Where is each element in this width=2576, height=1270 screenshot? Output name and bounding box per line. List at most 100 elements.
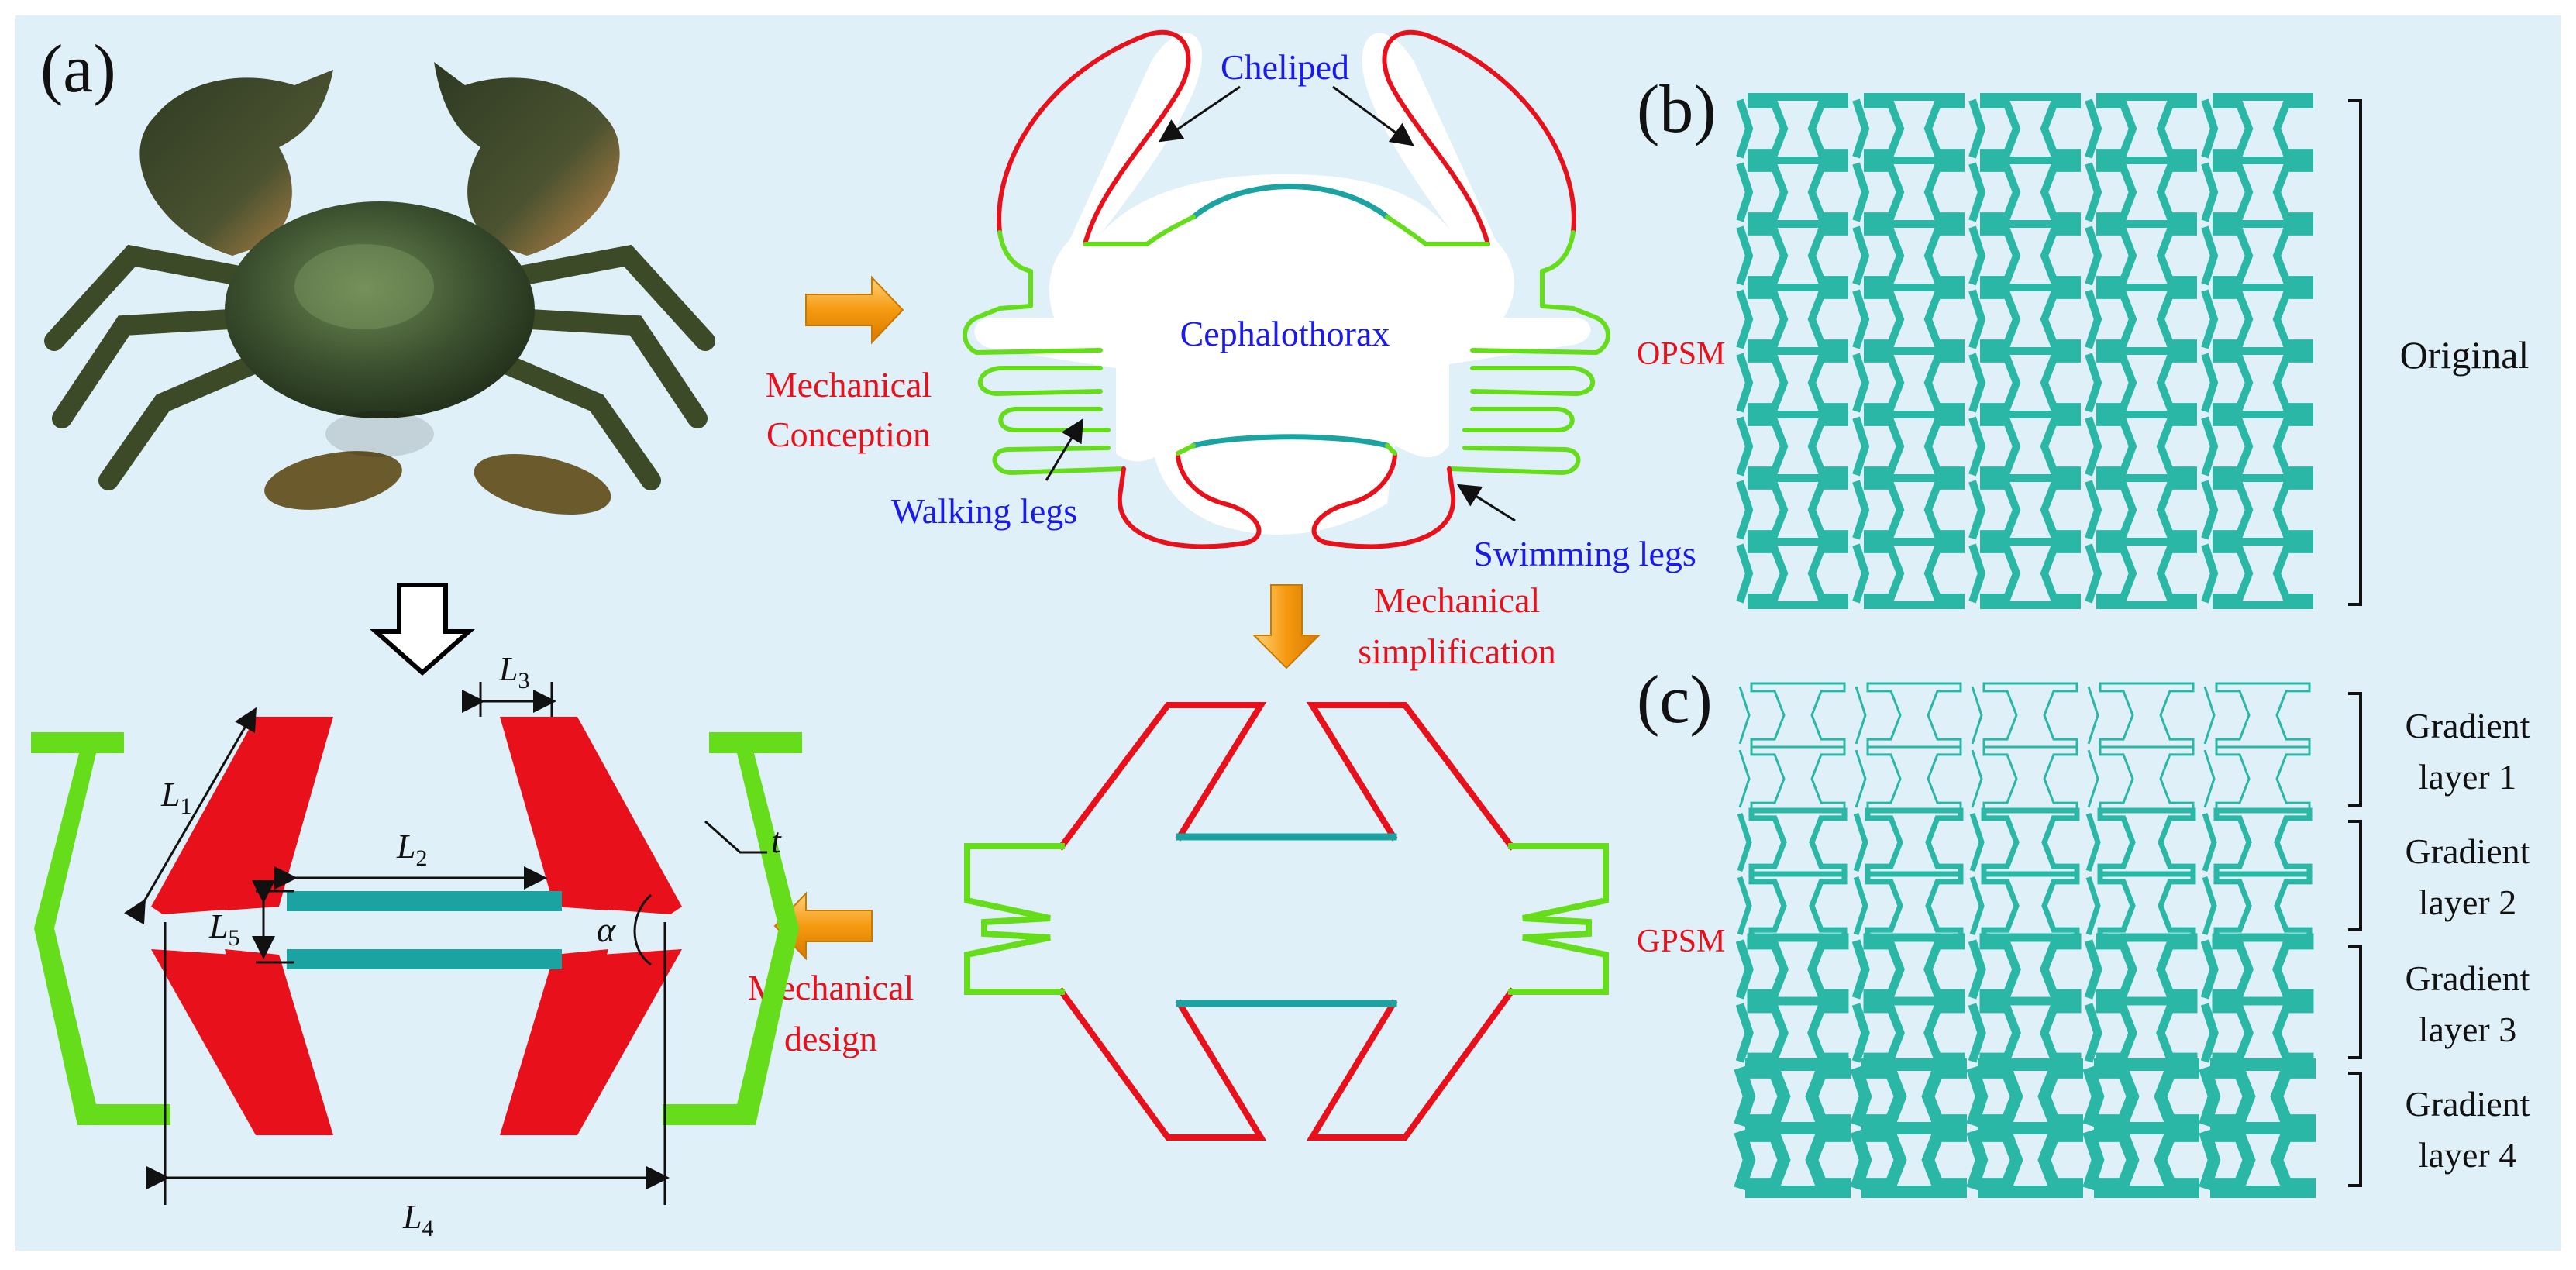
arrow-down-hollow: [370, 583, 475, 676]
lattice-cell: [1861, 1122, 1967, 1198]
lattice-side: [1852, 543, 1870, 604]
lattice-side: [2199, 1065, 2221, 1127]
dim-alpha: α: [597, 910, 616, 949]
dim-L4: L4: [402, 1198, 433, 1241]
label-mechanical-conception-1: Mechanical: [766, 365, 932, 404]
dim-L1: L1: [160, 776, 191, 819]
lattice-side: [1968, 353, 1986, 413]
lattice-side: [2082, 1129, 2105, 1191]
lattice-side: [1736, 225, 1754, 286]
label-mechanical-simplification-2: simplification: [1358, 632, 1556, 671]
label-layer-2-a: Gradient: [2406, 831, 2530, 871]
bracket-layer-1: [2348, 692, 2362, 807]
lattice-side: [1968, 289, 1986, 349]
lattice-side: [1853, 876, 1868, 935]
lattice-side: [1968, 416, 1986, 477]
dim-L3: L3: [498, 650, 529, 694]
label-mechanical-simplification-1: Mechanical: [1374, 580, 1541, 620]
lattice-side: [1734, 1065, 1756, 1127]
label-layer-1-a: Gradient: [2406, 706, 2530, 745]
swimming-legs-pointer: [1456, 484, 1516, 522]
lattice-side: [1968, 939, 1986, 1000]
arrow-conception: [805, 275, 904, 345]
lattice-side: [2200, 1003, 2219, 1063]
lattice-side: [1852, 225, 1870, 286]
lattice-side: [1738, 686, 1751, 745]
dim-L2: L2: [396, 828, 427, 871]
label-layer-4-b: layer 4: [2419, 1135, 2516, 1175]
lattice-side: [2084, 939, 2102, 1000]
lattice-side: [1738, 749, 1751, 808]
bracket-original: [2348, 99, 2362, 606]
label-original: Original: [2400, 333, 2530, 377]
lattice-cell: [2096, 538, 2197, 609]
lattice-side: [1737, 876, 1752, 935]
panel-c-label: (c): [1637, 663, 1713, 738]
lattice-side: [1734, 1129, 1756, 1191]
bracket-layer-3: [2348, 945, 2362, 1059]
cheliped-pointer-right: [1332, 85, 1414, 146]
lattice-side: [1736, 353, 1754, 413]
lattice-side: [2201, 225, 2219, 286]
lattice-side: [1852, 480, 1870, 540]
lattice-side: [1736, 289, 1754, 349]
lattice-side: [1736, 162, 1754, 222]
lattice-side: [2085, 876, 2101, 935]
label-layer-2-b: layer 2: [2419, 883, 2516, 922]
label-opsm: OPSM: [1637, 336, 1725, 372]
lattice-side: [2201, 289, 2219, 349]
lattice-cell: [2210, 1122, 2316, 1198]
lattice-side: [1968, 98, 1986, 159]
lattice-side: [1968, 1003, 1986, 1063]
lattice-side: [1850, 1129, 1872, 1191]
lattice-side: [1969, 813, 1985, 872]
lattice-side: [1966, 1129, 1989, 1191]
dim-t: t: [771, 821, 782, 860]
bracket-layer-4: [2348, 1072, 2362, 1187]
lattice-side: [1851, 1003, 1870, 1063]
lattice-side: [1971, 686, 1983, 745]
bracket-layer-2: [2348, 820, 2362, 931]
lattice-cell: [1980, 538, 2081, 609]
lattice-side: [1852, 353, 1870, 413]
lattice-side: [2203, 749, 2216, 808]
lattice-cell: [1864, 538, 1965, 609]
lattice-side: [2087, 749, 2099, 808]
label-layer-1-b: layer 1: [2419, 757, 2516, 797]
lattice-side: [2085, 162, 2102, 222]
lattice-side: [1736, 480, 1754, 540]
lattice-side: [2085, 353, 2102, 413]
lattice-side: [2085, 480, 2102, 540]
label-layer-4-a: Gradient: [2406, 1084, 2530, 1124]
lattice-side: [2085, 225, 2102, 286]
lattice-original: [1736, 93, 2313, 609]
label-swimming-legs: Swimming legs: [1473, 534, 1696, 573]
lattice-side: [2201, 98, 2219, 159]
arrow-simplification: [1252, 584, 1321, 669]
lattice-cell: [1978, 1122, 2083, 1198]
lattice-side: [1850, 1065, 1872, 1127]
lattice-side: [1968, 480, 1986, 540]
dim-L5: L5: [208, 907, 239, 951]
lattice-side: [1969, 876, 1985, 935]
lattice-side: [2085, 98, 2102, 159]
lattice-side: [1851, 939, 1870, 1000]
label-layer-3-b: layer 3: [2419, 1010, 2516, 1049]
walking-legs-pointer: [1045, 418, 1084, 481]
lattice-side: [2087, 686, 2099, 745]
lattice-side: [1966, 1065, 1989, 1127]
crab-conception-diagram: [963, 29, 1610, 549]
lattice-gradient: [1734, 682, 2316, 1198]
lattice-side: [1968, 225, 1986, 286]
lattice-side: [2085, 813, 2101, 872]
lattice-side: [2082, 1065, 2105, 1127]
lattice-side: [1971, 749, 1983, 808]
dimension-annotations: [123, 682, 767, 1205]
label-cheliped: Cheliped: [1221, 47, 1349, 87]
cheliped-pointer-left: [1159, 85, 1241, 143]
lattice-side: [1852, 416, 1870, 477]
panel-a-label: (a): [40, 32, 116, 107]
lattice-side: [1853, 813, 1868, 872]
